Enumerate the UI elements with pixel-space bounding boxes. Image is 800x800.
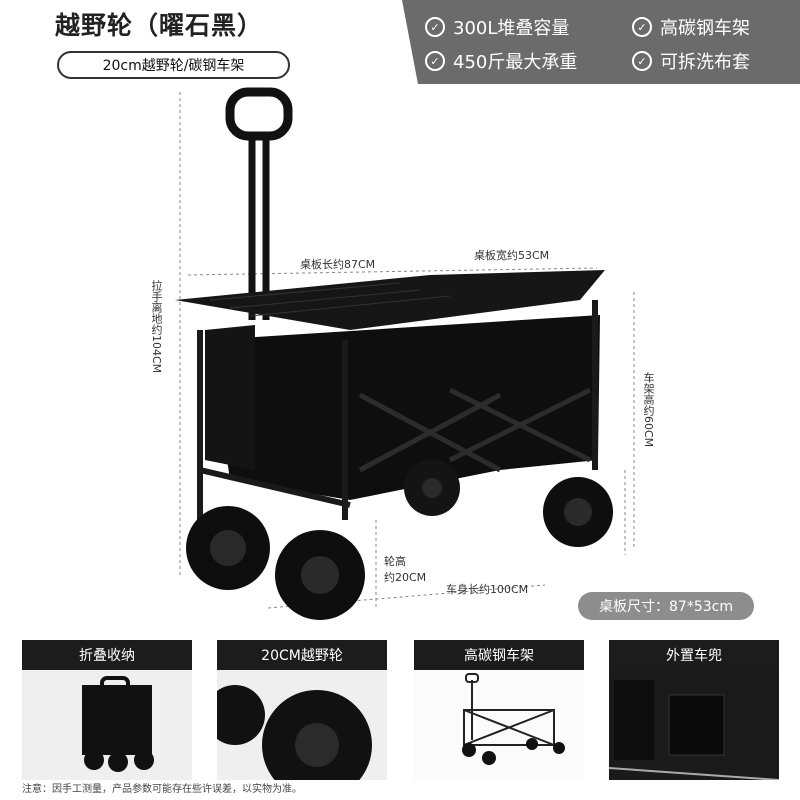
product-title: 越野轮（曜石黑） xyxy=(55,11,264,40)
check-circle-icon: ✓ xyxy=(425,17,445,37)
body-length-label: 车身长约100CM xyxy=(446,583,529,596)
dimension-lines xyxy=(179,92,635,609)
cross-frame xyxy=(358,387,592,473)
wheel-height-label-2: 约20CM xyxy=(384,571,427,584)
feature-banner xyxy=(402,0,800,84)
feature-label: 可拆洗布套 xyxy=(660,52,750,73)
rear-wheel-left xyxy=(404,460,460,516)
check-circle-icon: ✓ xyxy=(425,51,445,71)
external-pocket-image xyxy=(609,680,779,780)
frame-legs xyxy=(197,300,598,520)
disclaimer-note: 注意：因手工测量，产品参数可能存在些许误差，以实物为准。 xyxy=(22,784,302,795)
feature-item: ✓ 可拆洗布套 xyxy=(632,48,750,74)
table-width-label: 桌板宽约53CM xyxy=(474,249,550,262)
wheel-height-label-1: 轮高 xyxy=(384,555,406,568)
front-wheel-left xyxy=(186,506,270,590)
detail-panel-frame: 高碳钢车架 xyxy=(414,640,584,780)
wagon-illustration xyxy=(175,87,635,620)
panel-label: 20CM越野轮 xyxy=(217,640,387,670)
detail-panel-pocket: 外置车兜 xyxy=(609,640,779,780)
table-size-badge: 桌板尺寸：87*53cm xyxy=(578,592,754,620)
feature-item: ✓ 高碳钢车架 xyxy=(632,14,750,40)
side-pocket xyxy=(205,325,255,470)
feature-label: 450斤最大承重 xyxy=(453,52,578,73)
check-circle-icon: ✓ xyxy=(632,17,652,37)
feature-label: 300L堆叠容量 xyxy=(453,18,570,39)
steel-frame-image xyxy=(462,673,565,765)
folded-wagon-image xyxy=(82,676,154,772)
table-top xyxy=(175,270,605,330)
feature-label: 高碳钢车架 xyxy=(660,18,750,39)
header-area: 越野轮（曜石黑） 20cm越野轮/碳钢车架 xyxy=(0,0,402,84)
front-wheel-right xyxy=(275,530,365,620)
feature-item: ✓ 450斤最大承重 xyxy=(425,48,577,74)
handle-height-label: 拉手离地约104CM xyxy=(150,280,163,374)
frame-height-label: 车架高约60CM xyxy=(642,372,655,448)
panel-label: 外置车兜 xyxy=(609,640,779,670)
handle xyxy=(225,87,293,320)
wheel-closeup-image xyxy=(217,685,372,780)
table-slats xyxy=(209,282,451,317)
detail-panel-wheel: 20CM越野轮 xyxy=(217,640,387,780)
table-length-label: 桌板长约87CM xyxy=(300,258,376,271)
subtitle-badge: 20cm越野轮/碳钢车架 xyxy=(57,51,290,79)
feature-item: ✓ 300L堆叠容量 xyxy=(425,14,569,40)
rear-wheel-right xyxy=(543,477,613,547)
wagon-basket xyxy=(210,315,600,500)
check-circle-icon: ✓ xyxy=(632,51,652,71)
panel-label: 高碳钢车架 xyxy=(414,640,584,670)
panel-label: 折叠收纳 xyxy=(22,640,192,670)
detail-panel-fold: 折叠收纳 xyxy=(22,640,192,780)
